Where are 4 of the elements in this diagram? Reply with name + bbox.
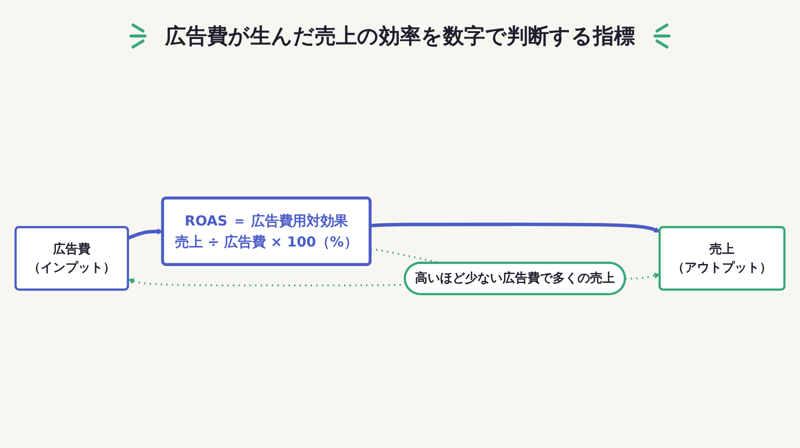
arrow (128, 228, 164, 240)
arrow (370, 222, 660, 233)
arrow (625, 272, 660, 280)
title: 広告費が生んだ売上の効率を数字で判断する指標 (165, 23, 635, 50)
